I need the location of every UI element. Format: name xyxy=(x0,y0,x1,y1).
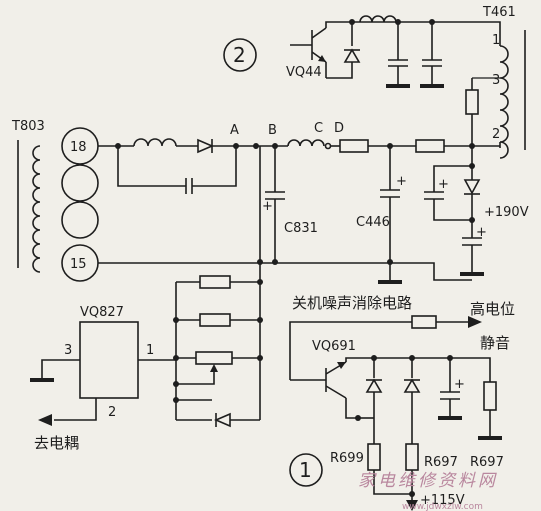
arrow-to-coupler xyxy=(38,414,52,426)
circle-1-marker: 1 xyxy=(289,453,323,487)
t461-pin2: 2 xyxy=(492,127,500,142)
mute-capacitor xyxy=(438,355,462,420)
vq44-label: VQ44 xyxy=(286,65,322,80)
t803-pin18: 18 xyxy=(70,140,87,155)
high-mute-label-2: 静音 xyxy=(480,334,510,352)
node-b-label: B xyxy=(268,123,277,138)
vq827-block xyxy=(79,321,139,399)
mute-arrow xyxy=(468,316,482,328)
node-d-label: D xyxy=(334,121,344,136)
inductor-c xyxy=(287,139,325,147)
main-diode xyxy=(197,138,215,154)
top-capacitor-2 xyxy=(420,19,444,88)
node-c-label: C xyxy=(314,121,323,136)
resistor-join-wire xyxy=(373,470,413,495)
mute-diode-2 xyxy=(403,355,421,444)
mute-diode-1 xyxy=(365,355,383,444)
high-mute-label-1: 高电位 xyxy=(470,300,515,318)
c446-plus: + xyxy=(396,174,407,189)
vq827-pin2: 2 xyxy=(108,405,116,420)
r699-label: R699 xyxy=(330,451,364,466)
vq44-transistor xyxy=(290,27,327,63)
resistor-net-2 xyxy=(199,313,231,327)
svg-text:1: 1 xyxy=(299,458,312,482)
svg-text:2: 2 xyxy=(233,43,246,67)
v115-label: +115V xyxy=(420,493,465,508)
top-diode xyxy=(326,19,361,79)
t803-transformer xyxy=(17,127,99,282)
t461-pin3: 3 xyxy=(492,73,500,88)
t461-label: T461 xyxy=(482,5,516,20)
v190-section xyxy=(424,146,484,276)
resistor-190v xyxy=(415,139,445,153)
r697-label-a: R697 xyxy=(424,455,458,470)
net-diode xyxy=(213,412,231,428)
mute-resistor xyxy=(411,315,437,329)
resistor-net-1 xyxy=(199,275,231,289)
r697-resistor xyxy=(405,443,419,471)
vq827-pin1: 1 xyxy=(146,343,154,358)
resistor-d xyxy=(339,139,369,153)
vq691-top-rail xyxy=(345,357,491,382)
vq691-emitter-wire xyxy=(345,398,358,419)
vq691-transistor xyxy=(289,356,347,399)
watermark-text: 家电维修资料网 xyxy=(358,471,498,491)
potentiometer xyxy=(195,351,233,365)
mute-resistor-vertical xyxy=(483,381,497,411)
r699-resistor xyxy=(367,443,381,471)
mute-circuit-label: 关机噪声消除电路 xyxy=(292,294,412,312)
t461-transformer xyxy=(472,30,526,159)
circle-2-marker: 2 xyxy=(223,38,257,72)
ground-rail-wire xyxy=(98,262,472,281)
vq827-pin2-wire xyxy=(54,398,97,421)
c831-label: C831 xyxy=(284,221,318,236)
t461-resistor xyxy=(465,89,479,115)
c831-plus: + xyxy=(262,199,273,214)
t803-label: T803 xyxy=(11,119,45,134)
c-190-plus: + xyxy=(438,177,449,192)
bypass-wire xyxy=(117,146,186,187)
to-coupler-label: 去电耦 xyxy=(34,434,79,452)
top-rail-wire xyxy=(325,21,501,46)
watermark-url: www.jdwxzlw.com xyxy=(402,502,483,511)
top-inductor xyxy=(359,15,397,23)
c446-label: C446 xyxy=(356,215,390,230)
top-capacitor-1 xyxy=(386,19,410,88)
vq827-pin3: 3 xyxy=(64,343,72,358)
vq827-label: VQ827 xyxy=(80,305,124,320)
vq691-label: VQ691 xyxy=(312,339,356,354)
mute-cap-plus: + xyxy=(454,377,465,392)
v190-label: +190V xyxy=(484,205,529,220)
node-a-label: A xyxy=(230,123,239,138)
vq827-pin3-wire xyxy=(41,359,80,378)
t803-pin15: 15 xyxy=(70,257,87,272)
main-inductor-1 xyxy=(133,138,177,147)
r697-label-b: R697 xyxy=(470,455,504,470)
mute-base-wire xyxy=(289,321,412,356)
t461-pin1: 1 xyxy=(492,33,500,48)
c-190-plus-2: + xyxy=(476,225,487,240)
